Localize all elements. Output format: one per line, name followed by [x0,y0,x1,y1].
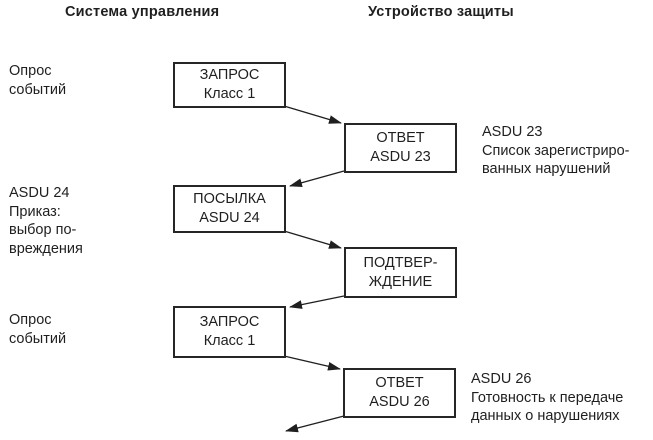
box-label-line: ЗАПРОС [199,67,260,83]
box-request-class1-first: ЗАПРОС Класс 1 [173,62,286,108]
box-label-line: ПОДТВЕР- [363,254,438,271]
arrow-request1-to-reply23 [283,105,342,124]
note-line: вреждения [9,240,83,257]
note-line: событий [9,81,67,98]
note-line: ASDU 24 [9,185,70,201]
arrow-reply26-out [285,415,345,433]
note-asdu24-order: ASDU 24 Приказ: выбор по- вреждения [9,184,83,258]
arrow-reply23-to-send24 [289,170,345,188]
box-label-line: ОТВЕТ [376,130,425,146]
column-header-control-system: Система управления [65,4,220,20]
note-line: событий [9,330,67,347]
arrow-send24-to-confirm [283,230,342,249]
box-confirmation: ПОДТВЕР- ЖДЕНИЕ [344,247,457,298]
box-label-line: Класс 1 [203,333,256,349]
note-event-poll-first: Опрос событий [9,62,66,99]
box-label-line: ASDU 26 [369,394,430,410]
column-header-protection-device: Устройство защиты [368,4,514,20]
note-line: Опрос [9,63,52,79]
box-label-line: Класс 1 [203,86,256,102]
box-label-line: ЗАПРОС [199,314,260,330]
box-label-line: ASDU 23 [370,149,431,165]
box-label-line: ОТВЕТ [375,375,424,391]
arrow-request2-to-reply26 [283,355,341,371]
note-line: выбор по- [9,222,77,238]
note-asdu23-description: ASDU 23 Список зарегистриро- ванных нару… [482,123,630,179]
note-line: ванных нарушений [482,161,611,177]
note-event-poll-second: Опрос событий [9,311,66,348]
box-label-line: ASDU 24 [199,210,260,226]
note-asdu26-description: ASDU 26 Готовность к передаче данных о н… [471,370,623,426]
note-line: ASDU 26 [471,371,532,387]
note-line: Приказ: [9,203,61,220]
box-label-line: ПОСЫЛКА [193,191,266,207]
note-line: Опрос [9,312,52,328]
note-line: ASDU 23 [482,124,543,140]
box-request-class1-second: ЗАПРОС Класс 1 [173,306,286,358]
box-label-line: ЖДЕНИЕ [368,273,433,290]
box-reply-asdu26: ОТВЕТ ASDU 26 [343,368,456,418]
note-line: данных о нарушениях [471,408,620,424]
note-line: Готовность к передаче [471,389,624,406]
arrow-confirm-to-request2 [289,295,345,309]
box-send-asdu24: ПОСЫЛКА ASDU 24 [173,185,286,233]
note-line: Список зарегистриро- [482,142,630,159]
box-reply-asdu23: ОТВЕТ ASDU 23 [344,123,457,173]
